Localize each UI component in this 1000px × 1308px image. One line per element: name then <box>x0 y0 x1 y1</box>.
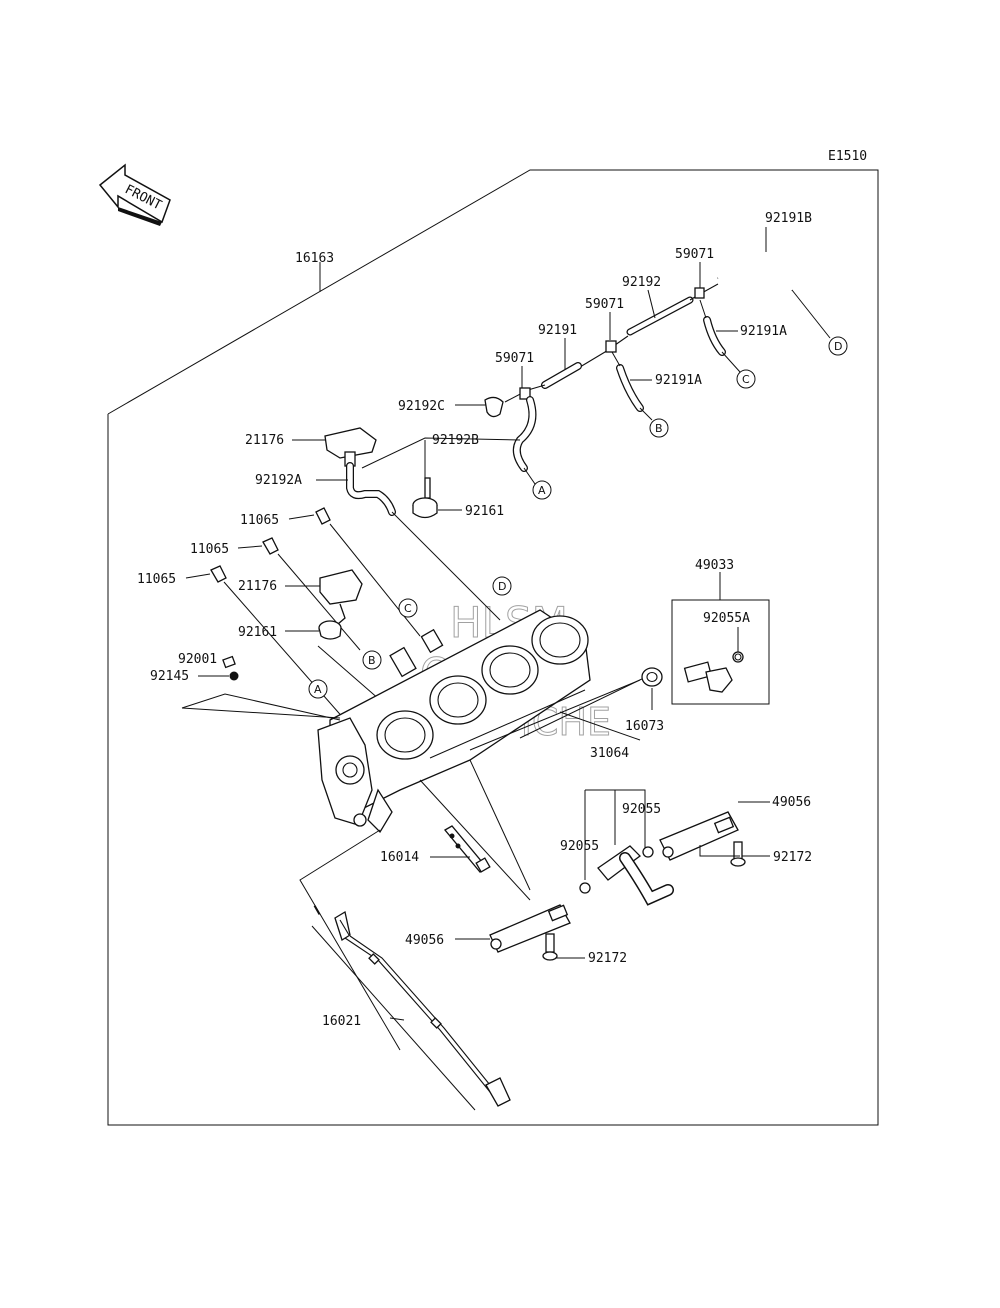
label-92172-upper: 92172 <box>773 850 812 865</box>
fuel-pipe-31064 <box>579 789 674 906</box>
part-labels: 16163 92191B 59071 92192 92191A 59071 92… <box>137 211 812 1029</box>
label-92192: 92192 <box>622 275 661 290</box>
label-59071-middle: 59071 <box>585 297 624 312</box>
label-92145: 92145 <box>150 669 189 684</box>
label-16163: 16163 <box>295 251 334 266</box>
label-92055-right: 92055 <box>622 802 661 817</box>
pressure-sensor-upper <box>324 427 501 621</box>
label-92055-left: 92055 <box>560 839 599 854</box>
svg-text:B: B <box>655 422 663 435</box>
label-16021: 16021 <box>322 1014 361 1029</box>
screw-16014 <box>444 825 491 873</box>
svg-text:C: C <box>742 373 750 386</box>
label-92191A-right: 92191A <box>740 324 787 339</box>
label-49056-upper: 49056 <box>772 795 811 810</box>
label-16014: 16014 <box>380 850 419 865</box>
label-92192B: 92192B <box>432 433 479 448</box>
fasteners-92001-92145 <box>222 655 239 681</box>
label-92192C: 92192C <box>398 399 445 414</box>
label-21176-lower: 21176 <box>238 579 277 594</box>
fuel-rail-lower-49056 <box>455 904 571 961</box>
assembly-outline <box>107 169 879 1126</box>
label-59071-upper: 59071 <box>675 247 714 262</box>
front-arrow-icon: FRONT <box>98 163 171 226</box>
bracket-92161-upper <box>412 477 438 519</box>
pressure-sensor-lower <box>317 569 381 701</box>
svg-text:D: D <box>498 580 506 593</box>
label-92191A-left: 92191A <box>655 373 702 388</box>
label-11065-a: 11065 <box>240 513 279 528</box>
sensor-kit-49033 <box>671 572 770 705</box>
svg-text:A: A <box>538 484 546 497</box>
label-92055A: 92055A <box>703 611 750 626</box>
svg-text:D: D <box>834 340 842 353</box>
svg-text:A: A <box>314 683 322 696</box>
cable-16021 <box>311 905 511 1111</box>
vacuum-hose-network <box>484 253 831 485</box>
label-92191: 92191 <box>538 323 577 338</box>
label-92161-upper: 92161 <box>465 504 504 519</box>
label-92001: 92001 <box>178 652 217 667</box>
diagram-code: E1510 <box>828 149 867 164</box>
label-49033: 49033 <box>695 558 734 573</box>
label-31064: 31064 <box>590 746 629 761</box>
label-92191B: 92191B <box>765 211 812 226</box>
label-11065-c: 11065 <box>137 572 176 587</box>
throttle-body <box>317 609 591 834</box>
svg-text:C: C <box>404 602 412 615</box>
washer-16073 <box>641 667 663 710</box>
label-59071-lower: 59071 <box>495 351 534 366</box>
fuel-rail-upper-49056 <box>659 811 746 867</box>
label-92161-lower: 92161 <box>238 625 277 640</box>
svg-text:B: B <box>368 654 376 667</box>
label-49056-lower: 49056 <box>405 933 444 948</box>
label-16073: 16073 <box>625 719 664 734</box>
label-21176-upper: 21176 <box>245 433 284 448</box>
label-92192A: 92192A <box>255 473 302 488</box>
ref-circles: D C B A D C B A <box>308 336 848 699</box>
caps-11065 <box>210 507 421 721</box>
label-11065-b: 11065 <box>190 542 229 557</box>
label-92172-lower: 92172 <box>588 951 627 966</box>
